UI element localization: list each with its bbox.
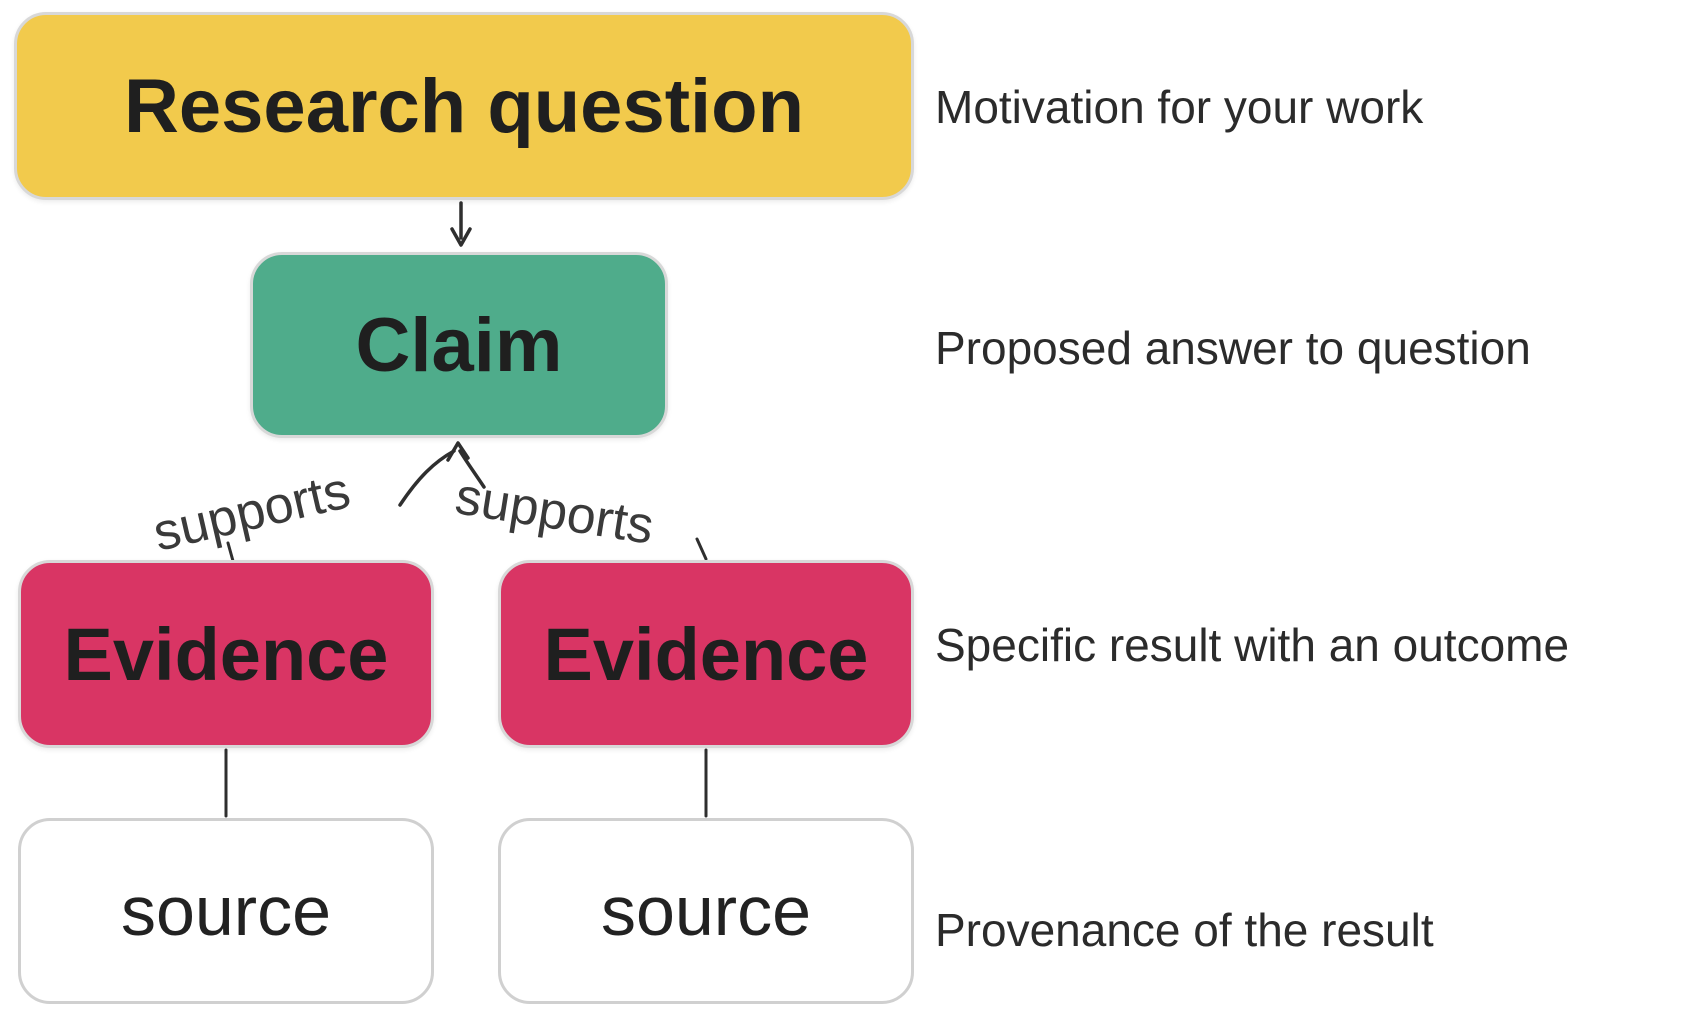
node-evidence-right: Evidence [498, 560, 914, 748]
edge-label-supports-left: supports [148, 461, 356, 563]
arrow-evidence-left-curve [398, 449, 456, 507]
annotation-research-question: Motivation for your work [935, 81, 1424, 133]
node-research-question-label: Research question [124, 63, 804, 149]
annotation-claim: Proposed answer to question [935, 322, 1531, 374]
node-research-question: Research question [14, 12, 914, 200]
annotation-evidence: Specific result with an outcome [935, 619, 1570, 671]
node-source-left-label: source [120, 872, 332, 950]
arrow-supports-head [446, 441, 470, 462]
node-source-left: source [18, 818, 434, 1004]
node-claim: Claim [250, 252, 668, 438]
node-evidence-left-label: Evidence [63, 612, 389, 696]
arrow-research-to-claim-head [450, 227, 472, 247]
stub-evidence-right [695, 537, 708, 561]
annotation-source: Provenance of the result [935, 904, 1434, 956]
edge-label-supports-right: supports [451, 467, 658, 556]
node-source-right: source [498, 818, 914, 1004]
node-claim-label: Claim [355, 302, 563, 388]
node-source-right-label: source [600, 872, 812, 950]
node-evidence-left: Evidence [18, 560, 434, 748]
node-evidence-right-label: Evidence [543, 612, 869, 696]
